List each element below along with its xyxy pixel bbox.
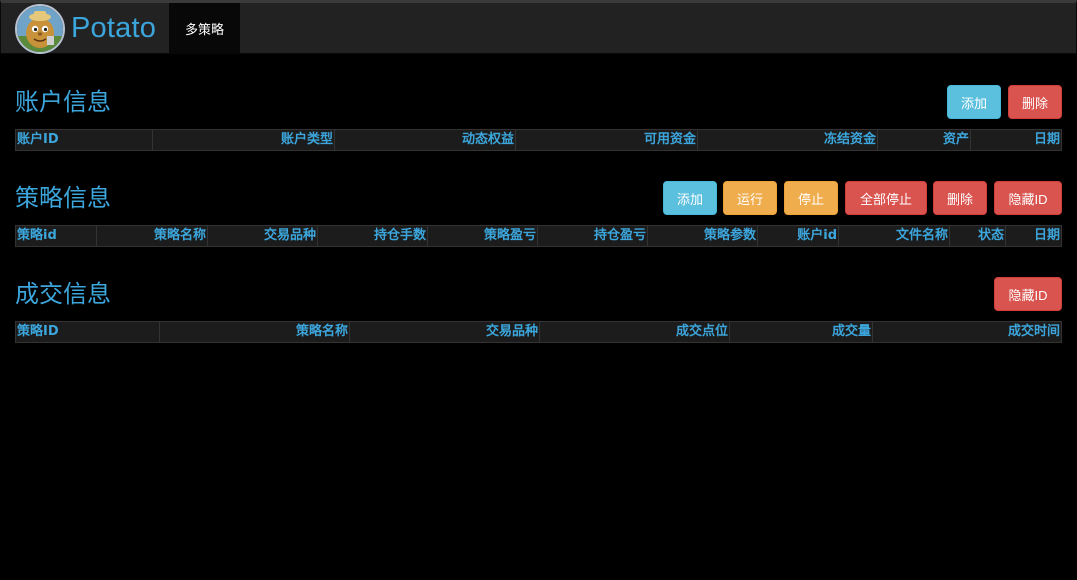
column-header-date[interactable]: 日期 [1033,228,1060,243]
column-header-frozen-funds[interactable]: 冻结资金 [698,130,878,150]
column-header-position-pnl[interactable]: 持仓盈亏 [538,226,648,246]
column-header-fill-volume[interactable]: 成交量 [730,322,873,342]
column-header-assets[interactable]: 资产 [878,130,971,150]
strategy-section-title: 策略信息 [15,184,111,212]
column-header-strategy-pnl[interactable]: 策略盈亏 [428,226,538,246]
column-header-strategy-id[interactable]: 策略ID [16,322,160,342]
strategy-stop-all-button[interactable]: 全部停止 [845,181,927,215]
column-header-strategy-name[interactable]: 策略名称 [160,322,350,342]
strategy-delete-button[interactable]: 删除 [933,181,987,215]
column-header-position-lots[interactable]: 持仓手数 [318,226,428,246]
navbar: Potato 多策略 [0,0,1077,54]
account-add-button[interactable]: 添加 [947,85,1001,119]
column-header-file-name[interactable]: 文件名称 [839,226,950,246]
trade-section-title: 成交信息 [15,280,111,308]
strategy-run-button[interactable]: 运行 [723,181,777,215]
account-delete-button[interactable]: 删除 [1008,85,1062,119]
trade-table-header: 策略ID 策略名称 交易品种 成交点位 成交量 成交时间 [15,321,1062,343]
column-header-strategy-name[interactable]: 策略名称 [97,226,208,246]
column-header-account-type[interactable]: 账户类型 [153,130,335,150]
account-table-header: 账户ID 账户类型 动态权益 可用资金 冻结资金 资产 日期 [15,129,1062,151]
column-header-fill-price[interactable]: 成交点位 [540,322,730,342]
column-header-symbol[interactable]: 交易品种 [208,226,318,246]
column-header-dynamic-equity[interactable]: 动态权益 [335,130,516,150]
brand-title: Potato [71,12,157,44]
brand-link[interactable]: Potato [15,3,156,54]
column-header-fill-time[interactable]: 成交时间 [1007,324,1060,339]
strategy-table-header: 策略id 策略名称 交易品种 持仓手数 策略盈亏 持仓盈亏 策略参数 账户id … [15,225,1062,247]
potato-logo-icon [15,3,65,54]
strategy-stop-button[interactable]: 停止 [784,181,838,215]
strategy-add-button[interactable]: 添加 [663,181,717,215]
column-header-strategy-id[interactable]: 策略id [16,226,97,246]
column-header-status[interactable]: 状态 [950,226,1006,246]
column-header-strategy-params[interactable]: 策略参数 [648,226,758,246]
tab-multi-strategy[interactable]: 多策略 [169,3,240,54]
column-header-account-id[interactable]: 账户id [758,226,839,246]
column-header-symbol[interactable]: 交易品种 [350,322,540,342]
column-header-date[interactable]: 日期 [1033,132,1060,147]
column-header-account-id[interactable]: 账户ID [16,130,153,150]
trade-hide-id-button[interactable]: 隐藏ID [994,277,1062,311]
account-section-title: 账户信息 [15,88,111,116]
column-header-available-funds[interactable]: 可用资金 [516,130,698,150]
strategy-hide-id-button[interactable]: 隐藏ID [994,181,1062,215]
